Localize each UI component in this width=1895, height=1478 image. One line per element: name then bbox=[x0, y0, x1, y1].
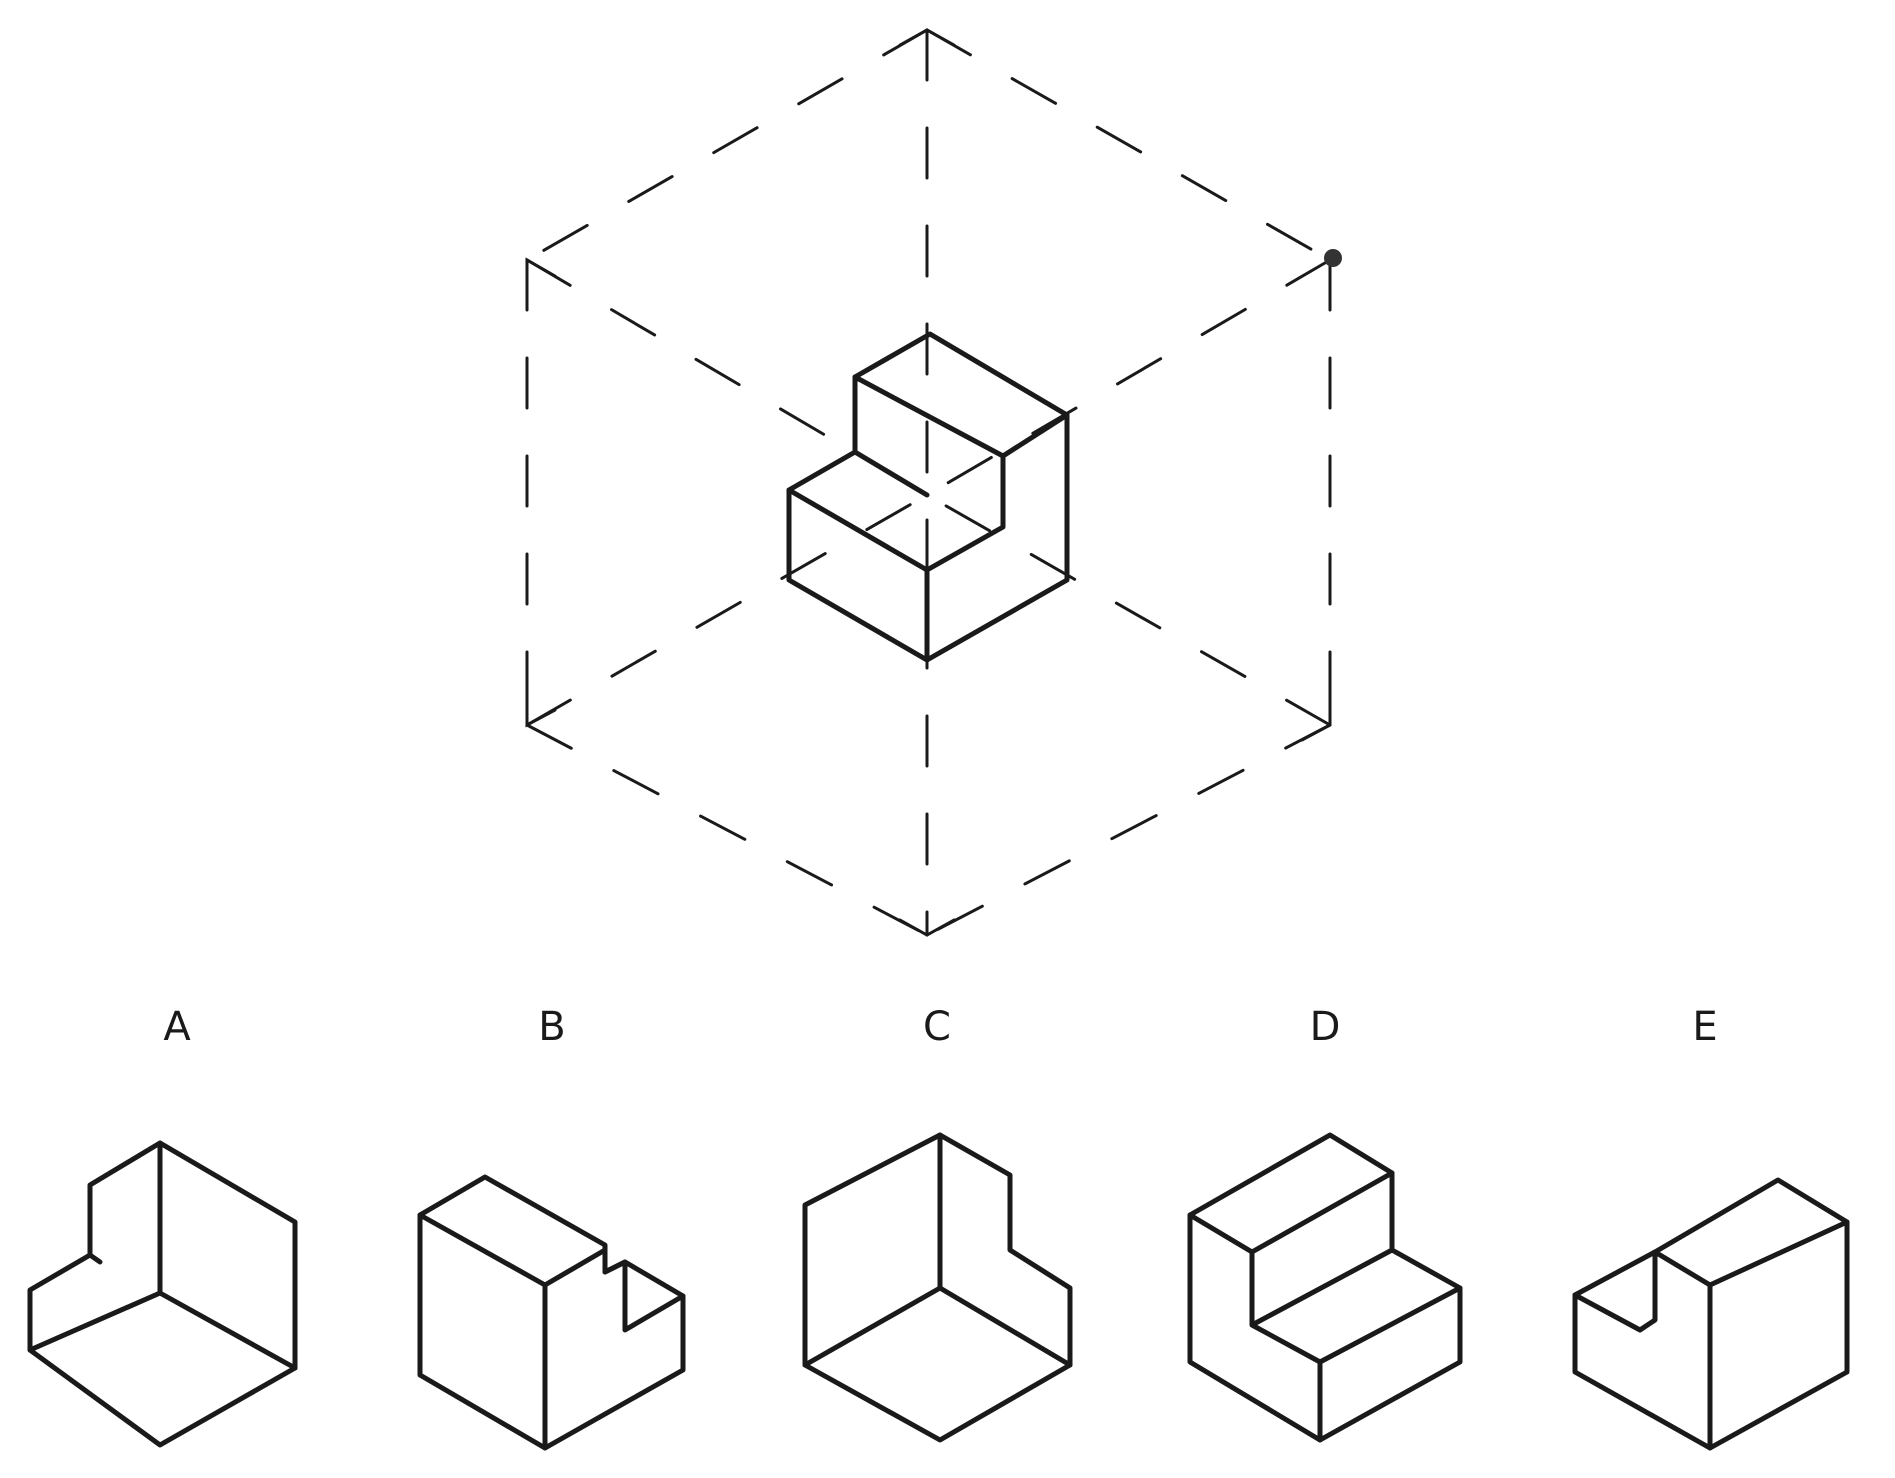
option-b-shape[interactable] bbox=[417, 1174, 686, 1451]
option-label-a: A bbox=[163, 1004, 191, 1050]
option-c-shape[interactable] bbox=[802, 1132, 1073, 1443]
axis-right-down bbox=[925, 493, 1332, 727]
option-c-outline bbox=[802, 1132, 1073, 1443]
axis-left-down bbox=[525, 493, 929, 727]
option-d-edges bbox=[1187, 1170, 1463, 1443]
cube-edge-bottom-left bbox=[525, 723, 929, 937]
cube-edge-top-right bbox=[925, 28, 1332, 262]
axis-right-up bbox=[925, 258, 1332, 497]
option-e-outline bbox=[1572, 1177, 1850, 1451]
option-label-c: C bbox=[923, 1004, 951, 1050]
reference-step-block bbox=[786, 331, 1070, 663]
option-e-edges bbox=[1572, 1219, 1850, 1451]
option-e-shape[interactable] bbox=[1572, 1177, 1850, 1451]
option-b-edges bbox=[417, 1212, 686, 1451]
option-d-shape[interactable] bbox=[1187, 1132, 1463, 1443]
cube-edge-bottom-right bbox=[925, 723, 1332, 937]
option-b-outline bbox=[417, 1174, 686, 1451]
reference-cube bbox=[525, 28, 1342, 937]
corner-tick-left-bottom bbox=[525, 693, 557, 728]
corner-tick-right-bottom bbox=[1300, 693, 1332, 742]
viewpoint-marker bbox=[1324, 249, 1342, 267]
option-label-d: D bbox=[1310, 1004, 1341, 1050]
corner-tick-bottom bbox=[898, 918, 956, 937]
option-a-edges bbox=[27, 1140, 298, 1371]
option-c-edges bbox=[802, 1132, 1073, 1368]
cube-edge-top-left bbox=[525, 28, 929, 262]
corner-tick-top bbox=[898, 28, 956, 47]
option-label-e: E bbox=[1692, 1004, 1717, 1050]
option-a-shape[interactable] bbox=[27, 1140, 298, 1448]
corner-tick-left-top bbox=[525, 257, 557, 292]
axis-left-up bbox=[525, 258, 929, 497]
option-label-b: B bbox=[538, 1004, 565, 1050]
step-block-edges bbox=[786, 374, 1070, 663]
